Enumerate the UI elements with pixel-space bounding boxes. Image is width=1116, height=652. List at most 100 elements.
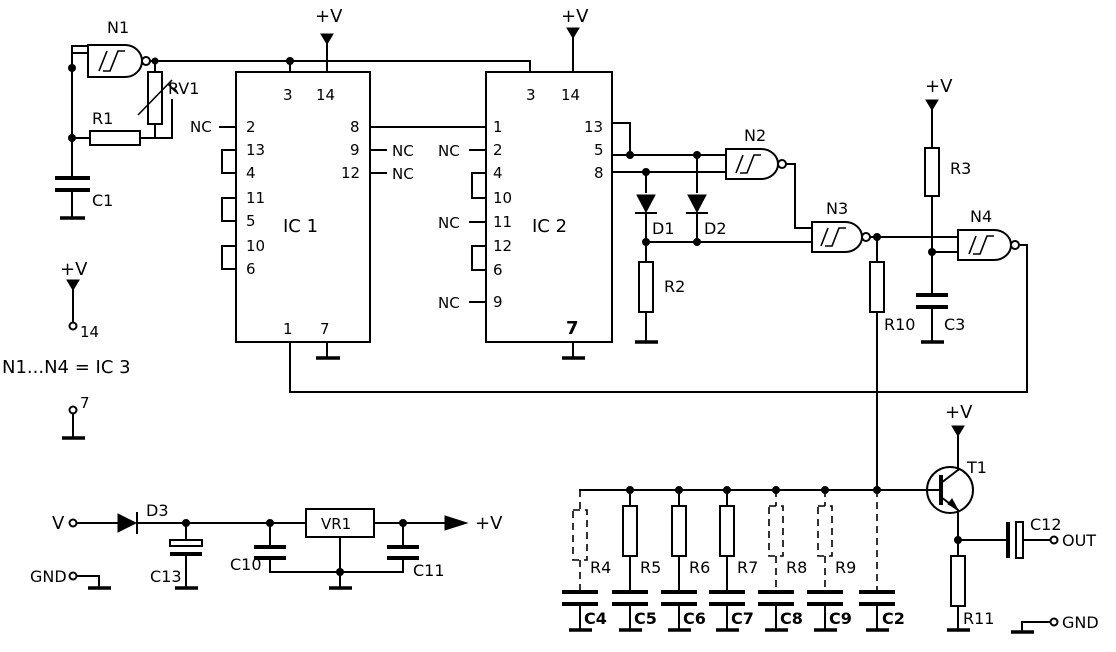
ic1-pin13: 13: [246, 141, 265, 159]
c13-label: C13: [150, 567, 182, 586]
vr1-label: VR1: [321, 515, 351, 533]
t1-label: T1: [966, 458, 987, 477]
tone-bank-section: R4 C4 R5 C5 R6 C6 R7 C7 R8: [562, 486, 929, 632]
oscillator-section: N1 RV1 R1 C1: [55, 18, 531, 220]
ic3-pin14: 14: [80, 323, 99, 341]
d3-label: D3: [146, 501, 169, 520]
r3-resistor: [924, 147, 940, 197]
ic2-pin1: 1: [493, 118, 503, 136]
ic1-pin14: 14: [316, 86, 335, 104]
ic2-pin12: 12: [493, 237, 512, 255]
ic1-nc-9: NC: [392, 142, 414, 160]
c5-label: C5: [634, 609, 657, 628]
r2-label: R2: [664, 277, 685, 296]
ic3-supply-label: +V: [60, 259, 88, 280]
gate-logic-section: N2 D1 R2 D2 N3: [635, 126, 959, 491]
ic2-pin4: 4: [493, 164, 503, 182]
gate-n1-label: N1: [107, 18, 129, 37]
ic2-pin2: 2: [493, 141, 503, 159]
ic2-pin14: 14: [561, 86, 580, 104]
ic1-supply-label: +V: [315, 6, 343, 27]
gate-n2-label: N2: [744, 126, 766, 145]
ic1-pin10: 10: [246, 237, 265, 255]
c8-label: C8: [780, 609, 803, 628]
gate-n2: [725, 148, 787, 180]
r9-label: R9: [835, 558, 856, 577]
rv1-label: RV1: [168, 79, 199, 98]
c4-label: C4: [584, 609, 607, 628]
r10-label: R10: [884, 315, 915, 334]
ic2-pin13: 13: [584, 118, 603, 136]
ic1-nc-12: NC: [392, 165, 414, 183]
output-stage-section: +V T1 C12 OUT R11 GND: [926, 402, 1099, 634]
ic1-pin5: 5: [246, 212, 256, 230]
ic1-pin4: 4: [246, 164, 256, 182]
power-in-v-label: V: [52, 513, 65, 534]
ic1-pin8: 8: [350, 118, 360, 136]
output-gnd-label: GND: [1062, 613, 1099, 632]
c9-label: C9: [829, 609, 852, 628]
ic2-pin6: 6: [493, 261, 503, 279]
c10-label: C10: [230, 555, 262, 574]
d1-label: D1: [652, 219, 675, 238]
r6-resistor: [671, 505, 687, 557]
r3-label: R3: [950, 159, 971, 178]
ic1-pin6: 6: [246, 260, 256, 278]
r7-label: R7: [737, 558, 758, 577]
r6-label: R6: [689, 558, 710, 577]
ic1-pin1: 1: [283, 320, 293, 338]
c2-label: C2: [882, 609, 905, 628]
ic2-pin11: 11: [493, 213, 512, 231]
c3-label: C3: [944, 315, 965, 334]
r11-label: R11: [963, 609, 994, 628]
ic2-pin8: 8: [594, 164, 604, 182]
t1-supply-label: +V: [945, 402, 973, 423]
ic2-nc-11: NC: [438, 214, 460, 232]
ic2-nc-9: NC: [438, 294, 460, 312]
ic1-pin11: 11: [246, 189, 265, 207]
ic1-pin3: 3: [283, 86, 293, 104]
c11-label: C11: [413, 561, 445, 580]
ic1-nc-2: NC: [190, 118, 212, 136]
ic2-pin10: 10: [493, 189, 512, 207]
power-supply-section: V D3 C13 C10 VR1 +V C11: [30, 501, 503, 590]
r4-label: R4: [590, 558, 611, 577]
ic1-label: IC 1: [283, 216, 318, 237]
r3-supply-label: +V: [925, 76, 953, 97]
r5-label: R5: [640, 558, 661, 577]
r1-label: R1: [92, 109, 113, 128]
r7-resistor: [719, 505, 735, 557]
r10-resistor: [869, 261, 885, 313]
ic2-pin9: 9: [493, 293, 503, 311]
ic3-equation: N1...N4 = IC 3: [2, 357, 131, 378]
d2-label: D2: [704, 219, 727, 238]
regulated-supply-label: +V: [475, 513, 503, 534]
r2-resistor: [638, 261, 654, 313]
ic2-supply-label: +V: [561, 6, 589, 27]
c12-label: C12: [1030, 515, 1062, 534]
output-out-label: OUT: [1062, 531, 1096, 550]
c6-label: C6: [683, 609, 706, 628]
gate-n3-label: N3: [826, 199, 848, 218]
ic2-nc-2: NC: [438, 142, 460, 160]
r8-label: R8: [786, 558, 807, 577]
ic2-block: IC 2 +V 3 14 1 NC 2 4 10 NC 11 12 6 NC 9…: [438, 6, 727, 360]
c7-label: C7: [731, 609, 754, 628]
ic1-pin12: 12: [341, 164, 360, 182]
power-in-gnd-label: GND: [30, 567, 67, 586]
ic1-pin9: 9: [350, 141, 360, 159]
ic2-pin5: 5: [594, 141, 604, 159]
ic1-pin7: 7: [320, 320, 330, 338]
ic3-pin7: 7: [80, 394, 90, 412]
r1-resistor: [89, 130, 141, 146]
output-gate-section: +V R3 C3 N4: [289, 76, 1028, 393]
c1-label: C1: [92, 191, 113, 210]
ic3-note: +V 14 N1...N4 = IC 3 7: [2, 259, 131, 440]
r5-resistor: [622, 505, 638, 557]
ic1-pin2: 2: [246, 118, 256, 136]
ic2-pin3: 3: [526, 86, 536, 104]
ic2-label: IC 2: [532, 216, 567, 237]
ic1-block: IC 1 +V 3 14 NC 2 13 4 11 5 10 6 8 9 NC …: [190, 6, 487, 360]
gate-n1: [87, 44, 151, 78]
